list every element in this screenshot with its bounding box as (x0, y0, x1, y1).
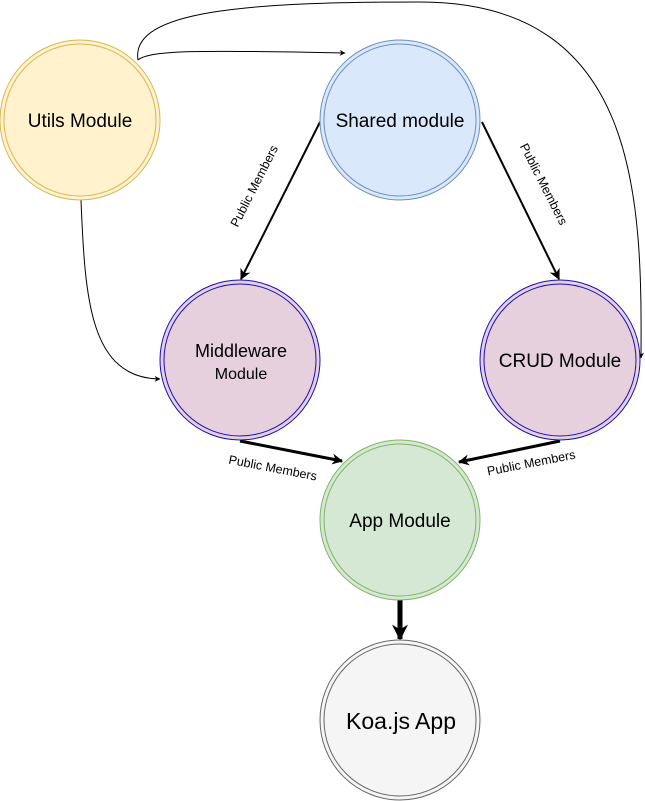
utils-module-label: Utils Module (28, 111, 133, 132)
crud-module-outer-ring (479, 279, 641, 441)
utils-module-inner-ring (3, 43, 157, 197)
koa-app-outer-ring (319, 639, 481, 801)
shared-module-node[interactable]: Shared module (319, 39, 481, 201)
utils-module-outer-ring (0, 39, 161, 201)
app-module-label: App Module (349, 511, 450, 532)
crud-module-label: CRUD Module (499, 351, 621, 372)
shared-module-inner-ring (323, 43, 477, 197)
koa-app-inner-ring (323, 643, 477, 797)
edge-utils-to-shared (137, 49, 346, 61)
shared-module-outer-ring (319, 39, 481, 201)
middleware-module-label-line1: Middleware (195, 341, 287, 361)
edge-shared-to-crud (481, 121, 560, 280)
edge-label-middleware-app: Public Members (227, 453, 318, 484)
crud-module-node[interactable]: CRUD Module (479, 279, 641, 441)
app-module-inner-ring (323, 443, 477, 597)
crud-module-inner-ring (483, 283, 637, 437)
edge-utils-to-middleware (80, 199, 161, 382)
app-module-outer-ring (319, 439, 481, 601)
edge-shared-to-middleware (240, 121, 321, 280)
utils-module-node[interactable]: Utils Module (0, 39, 161, 201)
app-module-node[interactable]: App Module (319, 439, 481, 601)
middleware-module-label-line2: Module (215, 366, 268, 383)
middleware-module-inner-ring (163, 283, 317, 437)
koa-app-node[interactable]: Koa.js App (319, 639, 481, 801)
edge-label-shared-crud: Public Members (517, 141, 570, 227)
edge-middleware-to-app (239, 439, 344, 465)
koa-app-label: Koa.js App (346, 708, 456, 734)
shared-module-label: Shared module (336, 111, 465, 132)
middleware-module-outer-ring (159, 279, 321, 441)
edge-utils-to-crud (137, 1, 645, 359)
middleware-module-node[interactable]: Middleware Module (159, 279, 321, 441)
edge-crud-to-app (457, 439, 561, 466)
